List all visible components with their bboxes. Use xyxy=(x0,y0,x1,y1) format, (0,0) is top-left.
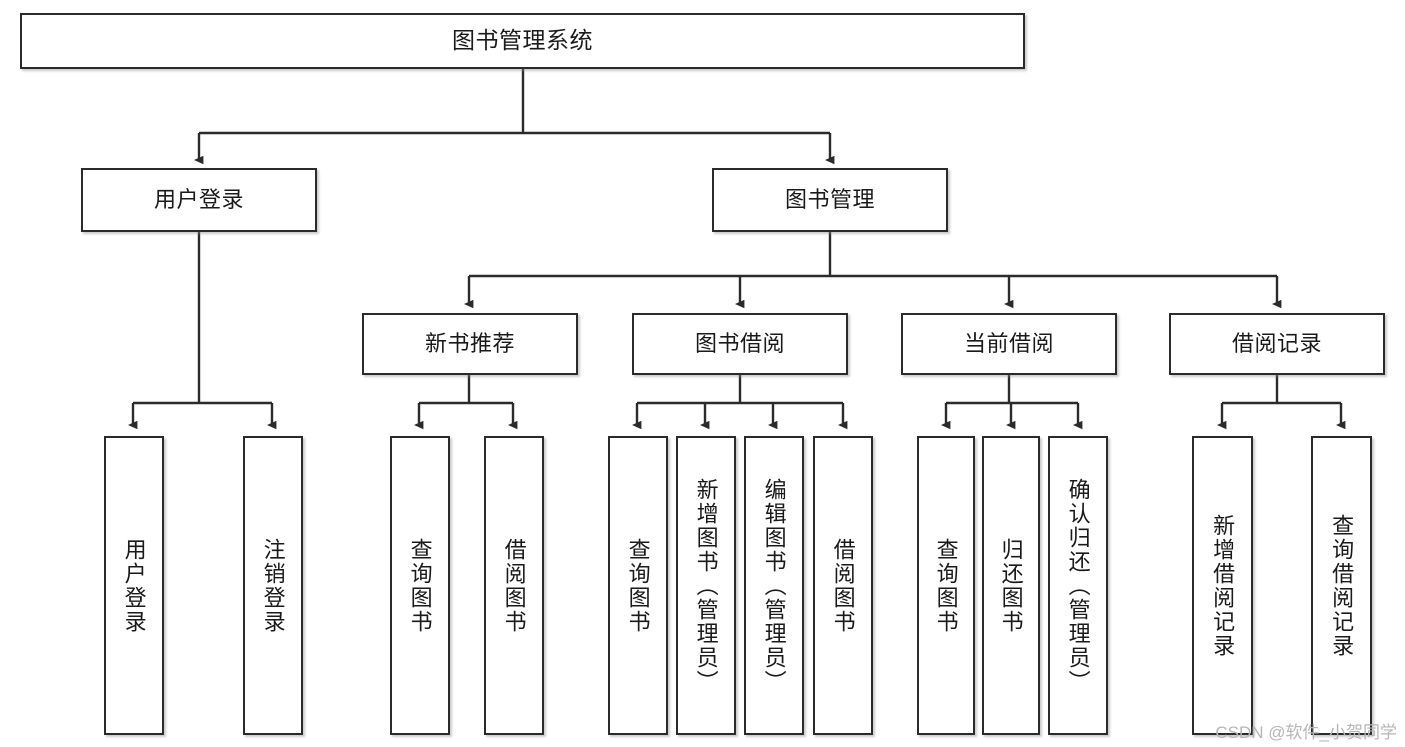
node-label: 新书推荐 xyxy=(424,331,515,357)
node-new-book-recommend[interactable]: 新书推荐 xyxy=(362,313,578,375)
leaf-add-book-admin[interactable]: 新增图书（管理员） xyxy=(676,436,736,735)
node-label: 归还图书 xyxy=(998,537,1024,634)
leaf-borrow-book[interactable]: 借阅图书 xyxy=(813,436,873,735)
csdn-watermark: CSDN @软件_小贺同学 xyxy=(1215,723,1397,742)
node-root-library-system[interactable]: 图书管理系统 xyxy=(20,13,1025,69)
node-label: 用户登录 xyxy=(121,537,147,634)
leaf-query-book-current[interactable]: 查询图书 xyxy=(917,436,975,735)
leaf-confirm-return-admin[interactable]: 确认归还（管理员） xyxy=(1048,436,1108,735)
node-label: 查询图书 xyxy=(933,537,959,634)
node-label: 新增图书（管理员） xyxy=(693,477,719,694)
node-label: 图书管理系统 xyxy=(452,27,593,54)
leaf-query-book-borrow[interactable]: 查询图书 xyxy=(608,436,668,735)
node-label: 图书借阅 xyxy=(694,331,785,357)
leaf-user-logout[interactable]: 注销登录 xyxy=(243,436,303,735)
node-label: 编辑图书（管理员） xyxy=(761,477,787,694)
node-label: 注销登录 xyxy=(260,537,286,634)
node-label: 当前借阅 xyxy=(963,331,1054,357)
node-book-borrow[interactable]: 图书借阅 xyxy=(632,313,848,375)
leaf-user-login[interactable]: 用户登录 xyxy=(104,436,164,735)
node-label: 查询图书 xyxy=(407,537,433,634)
leaf-return-book[interactable]: 归还图书 xyxy=(982,436,1040,735)
node-label: 新增借阅记录 xyxy=(1210,513,1236,658)
node-label: 借阅图书 xyxy=(501,537,527,634)
node-label: 图书管理 xyxy=(784,187,875,213)
node-label: 借阅记录 xyxy=(1231,331,1322,357)
leaf-add-borrow-record[interactable]: 新增借阅记录 xyxy=(1192,436,1253,735)
node-label: 用户登录 xyxy=(153,187,244,213)
node-user-login[interactable]: 用户登录 xyxy=(81,168,317,232)
leaf-edit-book-admin[interactable]: 编辑图书（管理员） xyxy=(744,436,804,735)
node-label: 确认归还（管理员） xyxy=(1065,477,1091,694)
leaf-query-borrow-record[interactable]: 查询借阅记录 xyxy=(1311,436,1372,735)
leaf-query-book-recommend[interactable]: 查询图书 xyxy=(390,436,450,735)
node-current-borrow[interactable]: 当前借阅 xyxy=(901,313,1117,375)
node-borrow-records[interactable]: 借阅记录 xyxy=(1169,313,1385,375)
node-label: 查询借阅记录 xyxy=(1329,513,1355,658)
node-book-management[interactable]: 图书管理 xyxy=(712,168,948,232)
node-label: 借阅图书 xyxy=(830,537,856,634)
leaf-borrow-book-recommend[interactable]: 借阅图书 xyxy=(484,436,544,735)
node-label: 查询图书 xyxy=(625,537,651,634)
